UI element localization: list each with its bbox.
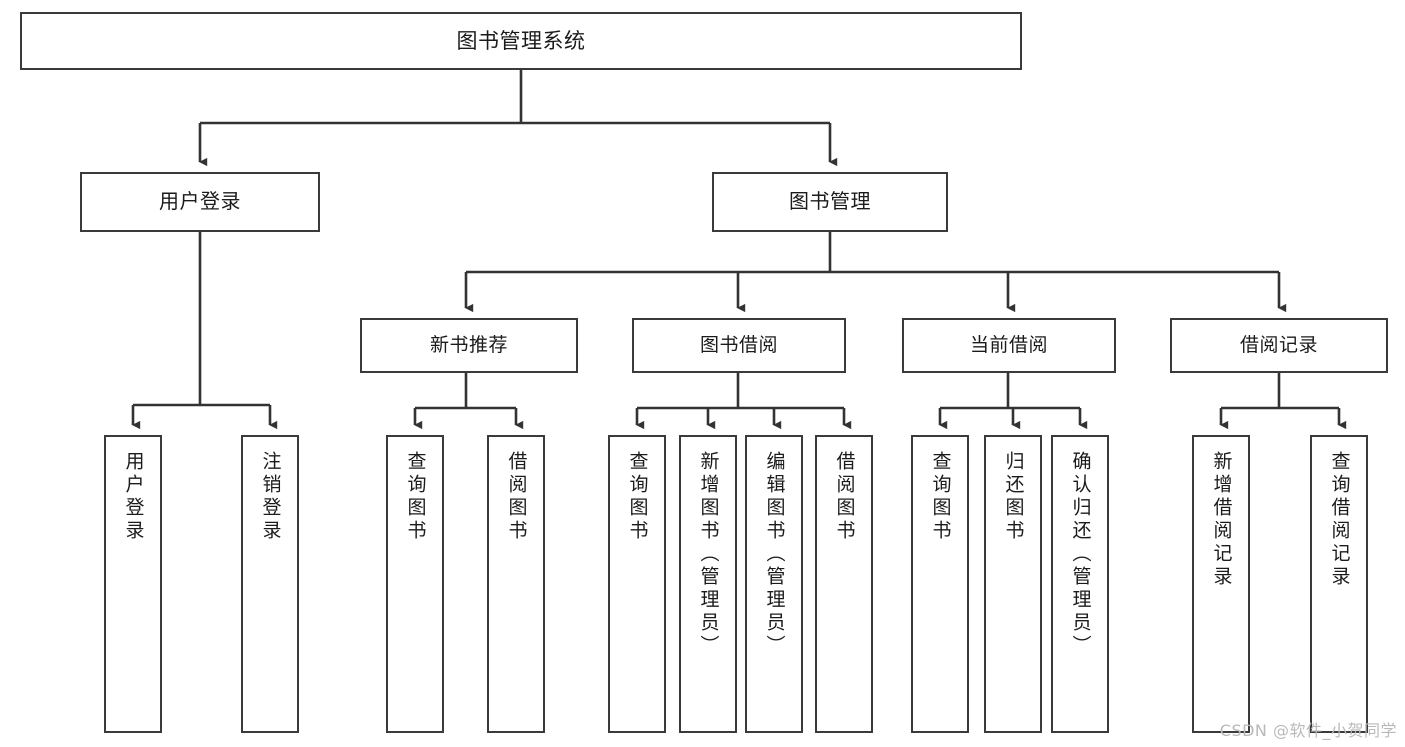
node-label: 新书推荐 [429,334,508,357]
node-leaf-confirm-return[interactable]: 确认归还（管理员） [1051,435,1109,733]
node-label: 编辑图书（管理员） [763,451,786,658]
node-book-borrow[interactable]: 图书借阅 [632,318,846,373]
node-leaf-query-record[interactable]: 查询借阅记录 [1310,435,1368,733]
node-label: 确认归还（管理员） [1069,451,1092,658]
node-label: 借阅图书 [833,451,856,543]
node-label: 新增图书（管理员） [697,451,720,658]
node-label: 借阅记录 [1239,334,1318,357]
node-root[interactable]: 图书管理系统 [20,12,1022,70]
node-label: 查询图书 [626,451,649,543]
node-label: 归还图书 [1002,451,1025,543]
node-leaf-add-record[interactable]: 新增借阅记录 [1192,435,1250,733]
node-label: 图书管理系统 [456,28,586,53]
node-label: 查询图书 [929,451,952,543]
node-leaf-query-book-2[interactable]: 查询图书 [608,435,666,733]
node-leaf-return-book[interactable]: 归还图书 [984,435,1042,733]
node-label: 新增借阅记录 [1210,451,1233,589]
node-leaf-borrow-book-1[interactable]: 借阅图书 [487,435,545,733]
node-borrow-record[interactable]: 借阅记录 [1170,318,1388,373]
node-leaf-query-book-3[interactable]: 查询图书 [911,435,969,733]
node-leaf-edit-book[interactable]: 编辑图书（管理员） [745,435,803,733]
node-label: 注销登录 [259,451,282,543]
node-leaf-add-book[interactable]: 新增图书（管理员） [679,435,737,733]
node-label: 查询借阅记录 [1328,451,1351,589]
node-label: 用户登录 [159,189,241,214]
node-leaf-logout[interactable]: 注销登录 [241,435,299,733]
node-label: 借阅图书 [505,451,528,543]
csdn-watermark: CSDN @软件_小贺同学 [1219,721,1397,740]
node-leaf-query-book-1[interactable]: 查询图书 [386,435,444,733]
node-label: 图书借阅 [699,334,778,357]
node-current-borrow[interactable]: 当前借阅 [902,318,1116,373]
node-book-manage[interactable]: 图书管理 [712,172,948,232]
node-leaf-user-login[interactable]: 用户登录 [104,435,162,733]
node-label: 当前借阅 [969,334,1048,357]
node-label: 图书管理 [789,189,871,214]
node-new-book-recommend[interactable]: 新书推荐 [360,318,578,373]
node-user-login[interactable]: 用户登录 [80,172,320,232]
node-label: 用户登录 [122,451,145,543]
node-label: 查询图书 [404,451,427,543]
node-leaf-borrow-book-2[interactable]: 借阅图书 [815,435,873,733]
